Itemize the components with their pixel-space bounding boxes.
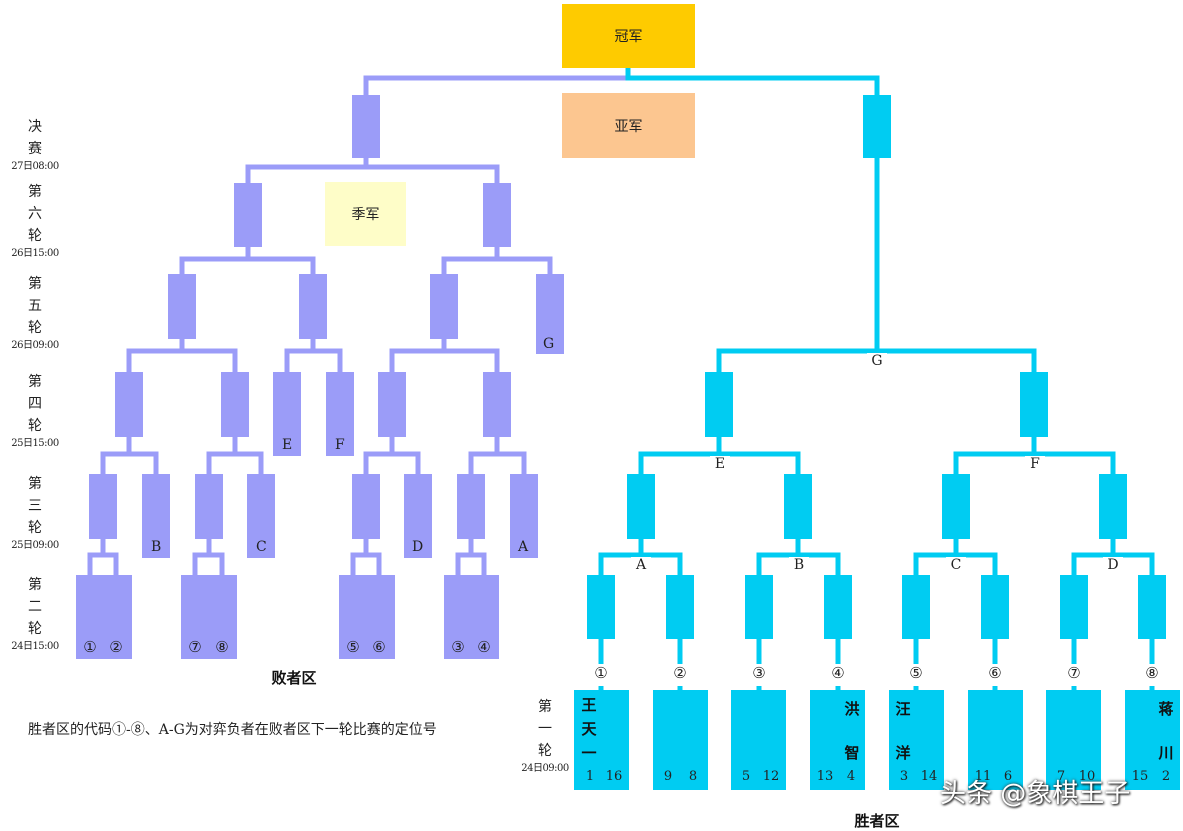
round-label-3: 第 三 轮 25日09:00	[11, 476, 59, 551]
player-name: 一	[581, 744, 597, 762]
seed-number: 4	[846, 769, 856, 784]
winner-code: ⑥	[988, 664, 1002, 682]
round-label-final: 决 赛 27日08:00	[11, 119, 59, 172]
winner-label-c: C	[950, 557, 962, 573]
loser-bracket	[76, 75, 628, 659]
seed-number: 8	[688, 769, 698, 784]
seed-number: 6	[1003, 769, 1013, 784]
loser-label-b: B	[151, 539, 162, 555]
winner-code: ①	[594, 664, 608, 682]
seed-number: 13	[816, 769, 834, 784]
loser-label-a: A	[518, 539, 529, 555]
winner-label-e: E	[714, 456, 726, 472]
loser-label-c: C	[256, 539, 267, 555]
loser-label-e: E	[282, 437, 293, 453]
round-label-5: 第 五 轮 26日09:00	[11, 276, 59, 351]
loser-code: ⑦	[188, 638, 202, 656]
seed-number: 15	[1131, 769, 1149, 784]
loser-label-g: G	[543, 336, 555, 352]
winner-code: ⑤	[909, 664, 923, 682]
legend-note: 胜者区的代码①-⑧、A-G为对弈负者在败者区下一轮比赛的定位号	[28, 722, 437, 738]
player-name: 王	[581, 696, 597, 714]
round-label-2: 第 二 轮 24日15:00	[11, 577, 59, 652]
round-label-6: 第 六 轮 26日15:00	[11, 184, 59, 259]
winner-label-b: B	[793, 557, 805, 573]
player-name: 川	[1158, 744, 1174, 762]
loser-code: ②	[109, 638, 123, 656]
loser-zone-title: 败者区	[271, 669, 317, 687]
runner-up-box: 亚军	[562, 93, 695, 158]
seed-number: 14	[920, 769, 938, 784]
winner-code: ④	[831, 664, 845, 682]
loser-code: ④	[477, 638, 491, 656]
winner-label-d: D	[1107, 557, 1119, 573]
winner-label-g: G	[871, 353, 883, 369]
winner-code: ⑧	[1145, 664, 1159, 682]
round-label-1: 第 一 轮 24日09:00	[521, 699, 569, 774]
seed-number: 7	[1056, 769, 1066, 784]
player-name: 洪	[844, 700, 860, 718]
round-label-4: 第 四 轮 25日15:00	[11, 374, 59, 449]
player-name: 洋	[895, 744, 911, 762]
watermark: 头条 @象棋王子	[940, 779, 1131, 809]
seed-number: 16	[605, 769, 623, 784]
seed-number: 5	[741, 769, 751, 784]
winner-zone-title: 胜者区	[854, 812, 900, 830]
seed-number: 2	[1161, 769, 1171, 784]
loser-label-d: D	[412, 539, 424, 555]
third-place-box: 季军	[325, 182, 406, 246]
winner-label-f: F	[1030, 456, 1040, 472]
runner-up-label: 亚军	[614, 118, 643, 135]
loser-code: ①	[83, 638, 97, 656]
champion-box: 冠军	[562, 4, 695, 68]
seed-number: 12	[762, 769, 780, 784]
player-name: 汪	[895, 700, 911, 718]
winner-code: ③	[752, 664, 766, 682]
loser-code: ③	[451, 638, 465, 656]
loser-code: ⑧	[215, 638, 229, 656]
player-name: 天	[581, 720, 597, 738]
winner-code: ⑦	[1067, 664, 1081, 682]
loser-code: ⑤	[346, 638, 360, 656]
seed-number: 10	[1078, 769, 1096, 784]
seed-number: 11	[974, 769, 992, 784]
seed-number: 9	[663, 769, 673, 784]
player-name: 智	[844, 744, 860, 762]
winner-label-a: A	[635, 557, 647, 573]
seed-number: 1	[585, 769, 595, 784]
label-backgrounds	[590, 353, 1163, 686]
loser-code: ⑥	[372, 638, 386, 656]
champion-label: 冠军	[614, 29, 643, 45]
player-name: 蒋	[1158, 700, 1174, 718]
seed-number: 3	[899, 769, 909, 784]
third-place-label: 季军	[351, 207, 380, 223]
loser-label-f: F	[335, 437, 345, 453]
winner-code: ②	[673, 664, 687, 682]
winner-bracket	[574, 68, 1180, 790]
